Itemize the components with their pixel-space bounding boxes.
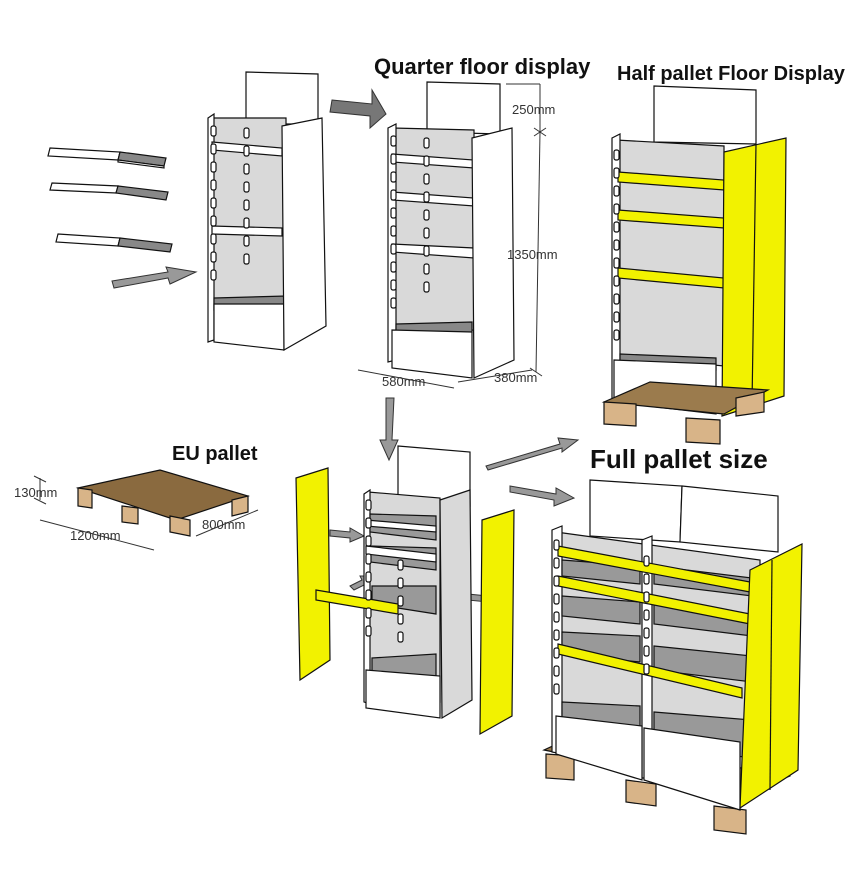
bottom-kick [643,727,741,811]
display-depth-label: 380mm [494,370,537,385]
clip-slot-column [210,125,217,281]
to-full-arrow [509,485,576,507]
pallet-block [121,505,139,525]
pallet-block [169,515,191,537]
shelf-front [365,545,437,563]
bottom-kick [555,715,643,781]
yellow-side-panel [479,509,515,736]
next-step-arrow [329,88,387,130]
pallet-width-label: 800mm [202,517,245,532]
loose-shelves [47,147,173,253]
loose-shelf [47,147,167,169]
clip-slot-column [423,137,430,293]
bottom-kick [391,329,473,379]
half-pallet-title: Half pallet Floor Display [617,63,846,85]
display-width-label: 580mm [382,374,425,389]
display-assembly-empty [207,71,327,352]
full-pallet-title: Full pallet size [590,444,768,474]
exploded-display [295,445,515,736]
pallet-under-half [601,381,771,445]
clip-slot-column [553,539,560,695]
header-board [245,71,319,125]
to-half-arrow [485,437,580,471]
header-board [679,485,779,553]
shelf-front [211,225,283,237]
grey-shelf [371,585,437,615]
pallet-block [603,401,637,427]
pallet-deck [75,469,251,521]
yellow-side-panel [295,467,331,682]
header-height-label: 250mm [512,102,555,117]
bottom-kick [213,303,285,351]
header-board [653,85,757,145]
pallet-dimension-lines [33,475,259,551]
bottom-kick [365,669,441,719]
right-side-panel [439,489,473,720]
pallet-block [77,487,93,509]
down-arrow [379,397,399,462]
loose-shelf [49,182,169,201]
display-height-label: 1350mm [507,247,558,262]
loose-shelf [55,233,173,253]
dimension-lines [357,83,547,389]
grey-shelf [561,595,641,625]
pallet-length-label: 1200mm [70,528,121,543]
right-side-panel [471,127,515,379]
eu-pallet-title: EU pallet [172,443,258,465]
quarter-display-title: Quarter floor display [374,54,591,79]
half-pallet-display [601,85,787,445]
insert-arrow [329,527,366,543]
insert-arrow [111,266,198,289]
header-board [589,479,683,543]
header-board [426,81,501,135]
quarter-floor-display [387,81,515,379]
pallet-height-label: 130mm [14,485,57,500]
pallet-block [231,495,249,517]
right-side-panel [281,117,327,352]
pallet-block [713,805,747,835]
eu-pallet [75,469,251,537]
full-pallet-display [542,479,803,835]
pallet-block [735,391,765,417]
pallet-block [685,417,721,445]
pallet-block [625,779,657,807]
